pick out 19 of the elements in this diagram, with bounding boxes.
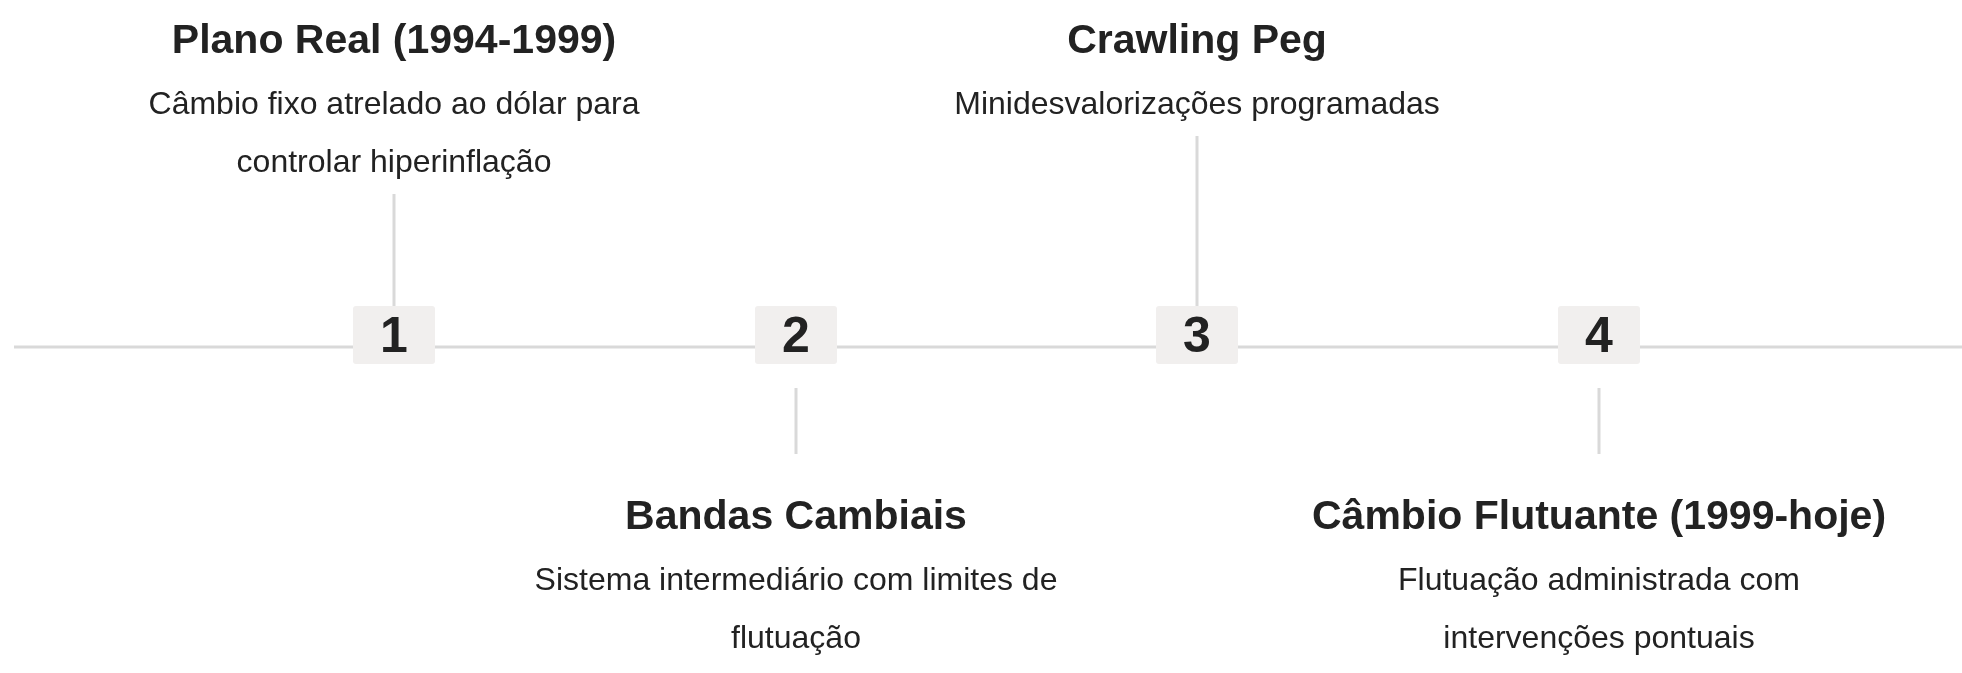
- connector-line: [392, 194, 396, 306]
- step-number: 3: [1156, 306, 1238, 364]
- milestone-title: Bandas Cambiais: [625, 491, 967, 540]
- step-number: 1: [353, 306, 435, 364]
- step-number: 2: [755, 306, 837, 364]
- connector-line: [837, 345, 1156, 349]
- milestone-title: Câmbio Flutuante (1999-hoje): [1311, 491, 1887, 540]
- connector-line: [794, 388, 798, 454]
- connector-line: [1238, 345, 1558, 349]
- connector-line: [1597, 388, 1601, 454]
- milestone-description: Flutuação administrada com intervenções pontuais: [1397, 560, 1801, 657]
- milestone-title: Plano Real (1994-1999): [171, 15, 617, 64]
- milestone-title: Crawling Peg: [1067, 15, 1327, 64]
- milestone-description: Sistema intermediário com limites de flutuação: [533, 560, 1059, 657]
- step-number: 4: [1558, 306, 1640, 364]
- milestone-description: Minidesvalorizações programadas: [954, 84, 1440, 123]
- connector-line: [435, 345, 755, 349]
- milestone-description: Câmbio fixo atrelado ao dólar para controlar hiperinflação: [147, 84, 641, 181]
- connector-line: [1195, 136, 1199, 306]
